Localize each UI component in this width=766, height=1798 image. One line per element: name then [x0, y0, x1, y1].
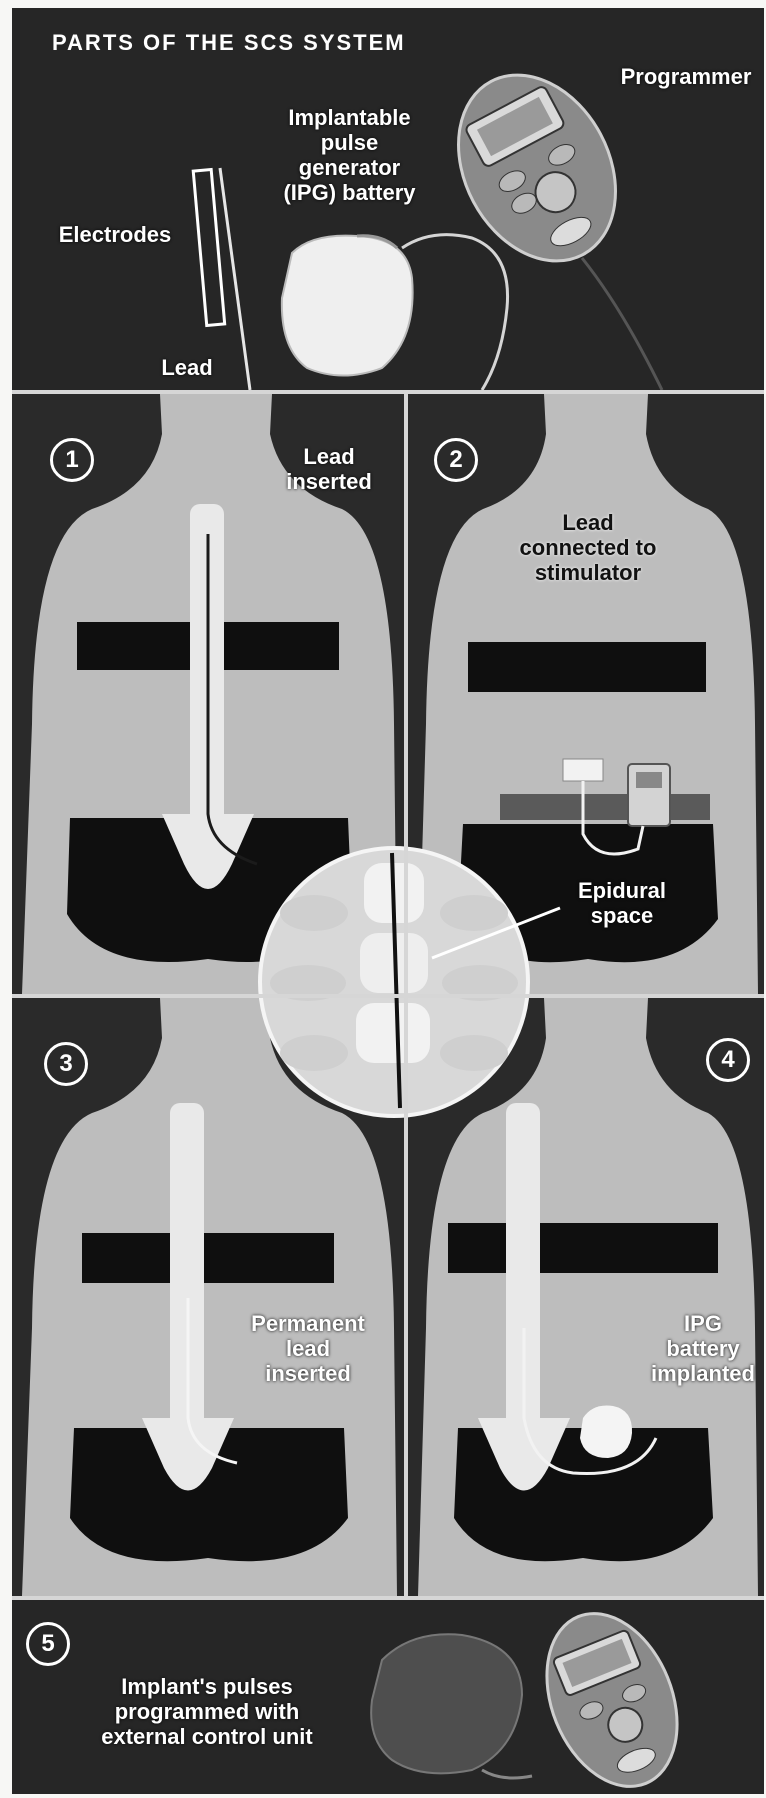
electrodes-label: Electrodes [40, 222, 190, 247]
step-3-panel: 3 Permanent lead inserted [12, 998, 404, 1596]
step-5-number: 5 [26, 1622, 70, 1666]
epidural-space-label: Epidural space [552, 878, 692, 928]
back-figure-3 [12, 998, 404, 1596]
divider-middle [12, 994, 764, 998]
ipg-battery-label: Implantable pulse generator (IPG) batter… [262, 105, 437, 205]
step-5-panel: 5 Implant's pulses programmed with exter… [12, 1600, 764, 1794]
programmer-label: Programmer [610, 64, 762, 89]
programmer-antenna [371, 1634, 522, 1773]
scs-system-poster: PARTS OF THE SCS SYSTEM Programmer Impla… [12, 8, 764, 1794]
divider-vertical-upper [404, 394, 408, 994]
page-title: PARTS OF THE SCS SYSTEM [52, 30, 406, 56]
divider-vertical-lower [404, 998, 408, 1596]
parts-panel: PARTS OF THE SCS SYSTEM Programmer Impla… [12, 8, 764, 390]
step-3-caption: Permanent lead inserted [238, 1311, 378, 1386]
implanted-ipg [580, 1406, 632, 1459]
step-5-caption: Implant's pulses programmed with externa… [52, 1674, 362, 1749]
lead-label: Lead [152, 355, 222, 380]
step-2-number: 2 [434, 438, 478, 482]
back-figure-4 [408, 998, 764, 1596]
step-2-caption: Lead connected to stimulator [498, 510, 678, 585]
step-1-number: 1 [50, 438, 94, 482]
step-1-caption: Lead inserted [274, 444, 384, 494]
step-4-number: 4 [706, 1038, 750, 1082]
ipg-battery-device [282, 236, 413, 376]
step-4-panel: 4 IPG battery implanted [408, 998, 764, 1596]
step-1-panel: 1 Lead inserted [12, 394, 404, 994]
divider-top [12, 390, 764, 394]
divider-bottom [12, 1596, 764, 1600]
programmer-handheld [523, 1600, 702, 1794]
step-4-caption: IPG battery implanted [648, 1311, 758, 1386]
step-3-number: 3 [44, 1042, 88, 1086]
